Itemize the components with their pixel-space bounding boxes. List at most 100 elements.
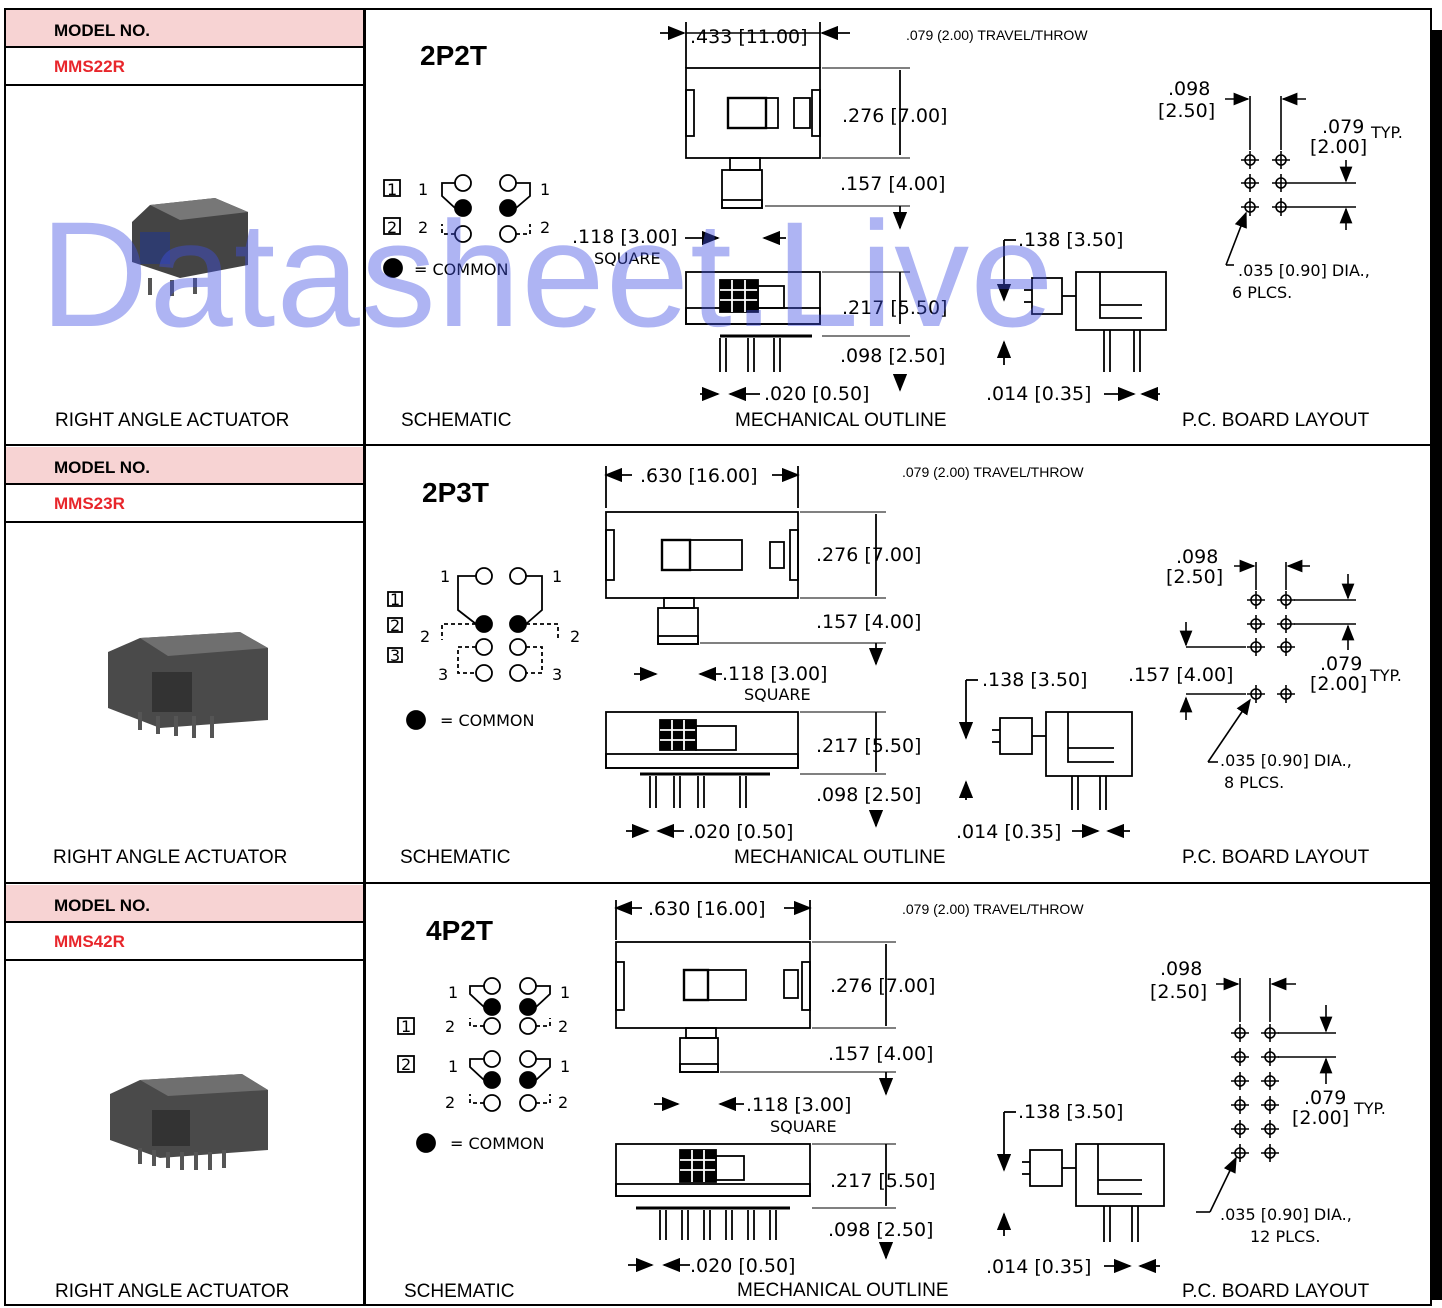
travel-note: .079 (2.00) TRAVEL/THROW	[902, 901, 1084, 917]
product-photo	[110, 1074, 268, 1170]
schematic-caption: SCHEMATIC	[401, 410, 512, 431]
model-number-cell: MMS22R	[6, 48, 363, 86]
pin-dim: .098 [2.50]	[828, 1219, 933, 1241]
actuator-dim: .157 [4.00]	[828, 1043, 933, 1065]
pcb-caption: P.C. BOARD LAYOUT	[1182, 1281, 1370, 1302]
model-header: MODEL NO.	[6, 10, 363, 48]
square-dim: .118 [3.00]	[572, 226, 677, 248]
common-legend: = COMMON	[414, 260, 508, 279]
side-pin-dim: .014 [0.35]	[956, 821, 1061, 843]
svg-text:2: 2	[390, 616, 400, 635]
product-photo	[132, 198, 248, 296]
mechanical-outline-2p2t	[660, 22, 910, 402]
switch-type: 2P2T	[420, 40, 487, 71]
svg-text:2: 2	[387, 218, 397, 237]
side-view-4p2t	[996, 1111, 1165, 1274]
common-legend: = COMMON	[440, 711, 534, 730]
side-pin-dim: .014 [0.35]	[986, 1256, 1091, 1278]
travel-note: .079 (2.00) TRAVEL/THROW	[902, 464, 1084, 480]
square-dim: .118 [3.00]	[746, 1094, 851, 1116]
svg-text:2: 2	[401, 1055, 411, 1074]
side-dim: .138 [3.50]	[1018, 1101, 1123, 1123]
pcb-count: 6 PLCS.	[1232, 283, 1292, 302]
pin-width-dim: .020 [0.50]	[764, 383, 869, 405]
mechanical-caption: MECHANICAL OUTLINE	[737, 1280, 949, 1301]
svg-text:2: 2	[418, 218, 428, 237]
pcb-typ-mm: [2.00]	[1292, 1107, 1349, 1129]
pcb-pitch-mm: [2.50]	[1158, 100, 1215, 122]
side-view-2p3t	[958, 679, 1133, 839]
schematic-4p2t: 1 2 1 2 1 2 1 2 1 2	[397, 977, 570, 1153]
svg-text:1: 1	[418, 180, 428, 199]
width-dim: .630 [16.00]	[648, 898, 766, 920]
pcb-typ-label: TYP.	[1369, 666, 1402, 685]
pcb-pitch: .098	[1168, 78, 1210, 100]
svg-text:1: 1	[440, 567, 450, 586]
svg-text:1: 1	[540, 180, 550, 199]
side-view-2p2t	[996, 239, 1167, 402]
pcb-count: 8 PLCS.	[1224, 773, 1284, 792]
pcb-count: 12 PLCS.	[1250, 1227, 1320, 1246]
pcb-layout-2p3t	[1179, 559, 1356, 763]
svg-text:2: 2	[558, 1093, 568, 1112]
actuator-caption: RIGHT ANGLE ACTUATOR	[55, 1281, 290, 1302]
right-edge-bar	[1432, 30, 1442, 1300]
row-divider	[4, 882, 1432, 884]
pin-width-dim: .020 [0.50]	[688, 821, 793, 843]
pcb-typ-label: TYP.	[1370, 123, 1403, 142]
side-dim: .138 [3.50]	[982, 669, 1087, 691]
svg-text:2: 2	[445, 1093, 455, 1112]
mechanical-outline-4p2t	[614, 900, 896, 1273]
svg-text:1: 1	[560, 983, 570, 1002]
svg-text:2: 2	[558, 1017, 568, 1036]
pcb-caption: P.C. BOARD LAYOUT	[1182, 847, 1370, 868]
pcb-pitch-mm: [2.50]	[1150, 981, 1207, 1003]
mechanical-outline-2p3t	[604, 466, 886, 839]
pcb-pitch: .098	[1160, 958, 1202, 980]
common-legend: = COMMON	[450, 1134, 544, 1153]
side-dim: .138 [3.50]	[1018, 229, 1123, 251]
pcb-caption: P.C. BOARD LAYOUT	[1182, 410, 1370, 431]
svg-text:3: 3	[552, 665, 562, 684]
svg-text:1: 1	[390, 590, 400, 609]
product-photo	[108, 632, 268, 738]
schematic-caption: SCHEMATIC	[400, 847, 511, 868]
model-header: MODEL NO.	[6, 885, 363, 923]
square-dim: .118 [3.00]	[722, 663, 827, 685]
actuator-dim: .157 [4.00]	[840, 173, 945, 195]
switch-type: 4P2T	[426, 915, 493, 946]
square-label: SQUARE	[744, 685, 811, 704]
actuator-dim: .157 [4.00]	[816, 611, 921, 633]
svg-text:1: 1	[552, 567, 562, 586]
schematic-2p2t: 1 2 1 2 1 2	[383, 174, 550, 278]
square-label: SQUARE	[770, 1117, 837, 1136]
schematic-2p3t: 1 2 3 1 2 3 1 2 3	[387, 567, 580, 730]
watermark: Datasheet.Live	[40, 190, 1055, 358]
model-number: MMS42R	[54, 932, 125, 951]
pcb-pitch-mm: [2.50]	[1166, 566, 1223, 588]
pcb-layout-2p2t	[1225, 92, 1356, 266]
pcb-extra-dim: .157 [4.00]	[1128, 664, 1233, 686]
model-number: MMS22R	[54, 57, 125, 76]
column-divider	[363, 8, 366, 1306]
svg-text:2: 2	[540, 218, 550, 237]
model-label: MODEL NO.	[54, 21, 151, 40]
body-dim: .217 [5.50]	[842, 297, 947, 319]
pcb-typ-mm: [2.00]	[1310, 136, 1367, 158]
model-label: MODEL NO.	[54, 896, 151, 915]
svg-text:1: 1	[401, 1017, 411, 1036]
pcb-hole: .035 [0.90] DIA.,	[1220, 751, 1352, 770]
travel-note: .079 (2.00) TRAVEL/THROW	[906, 27, 1088, 43]
svg-text:1: 1	[448, 983, 458, 1002]
pcb-typ-mm: [2.00]	[1310, 673, 1367, 695]
actuator-caption: RIGHT ANGLE ACTUATOR	[53, 847, 288, 868]
height-dim: .276 [7.00]	[842, 105, 947, 127]
body-dim: .217 [5.50]	[816, 735, 921, 757]
model-number: MMS23R	[54, 494, 125, 513]
svg-text:2: 2	[570, 627, 580, 646]
pcb-typ: .079	[1322, 116, 1364, 138]
page-frame	[4, 8, 1432, 1306]
pcb-hole: .035 [0.90] DIA.,	[1238, 261, 1370, 280]
pin-dim: .098 [2.50]	[840, 345, 945, 367]
